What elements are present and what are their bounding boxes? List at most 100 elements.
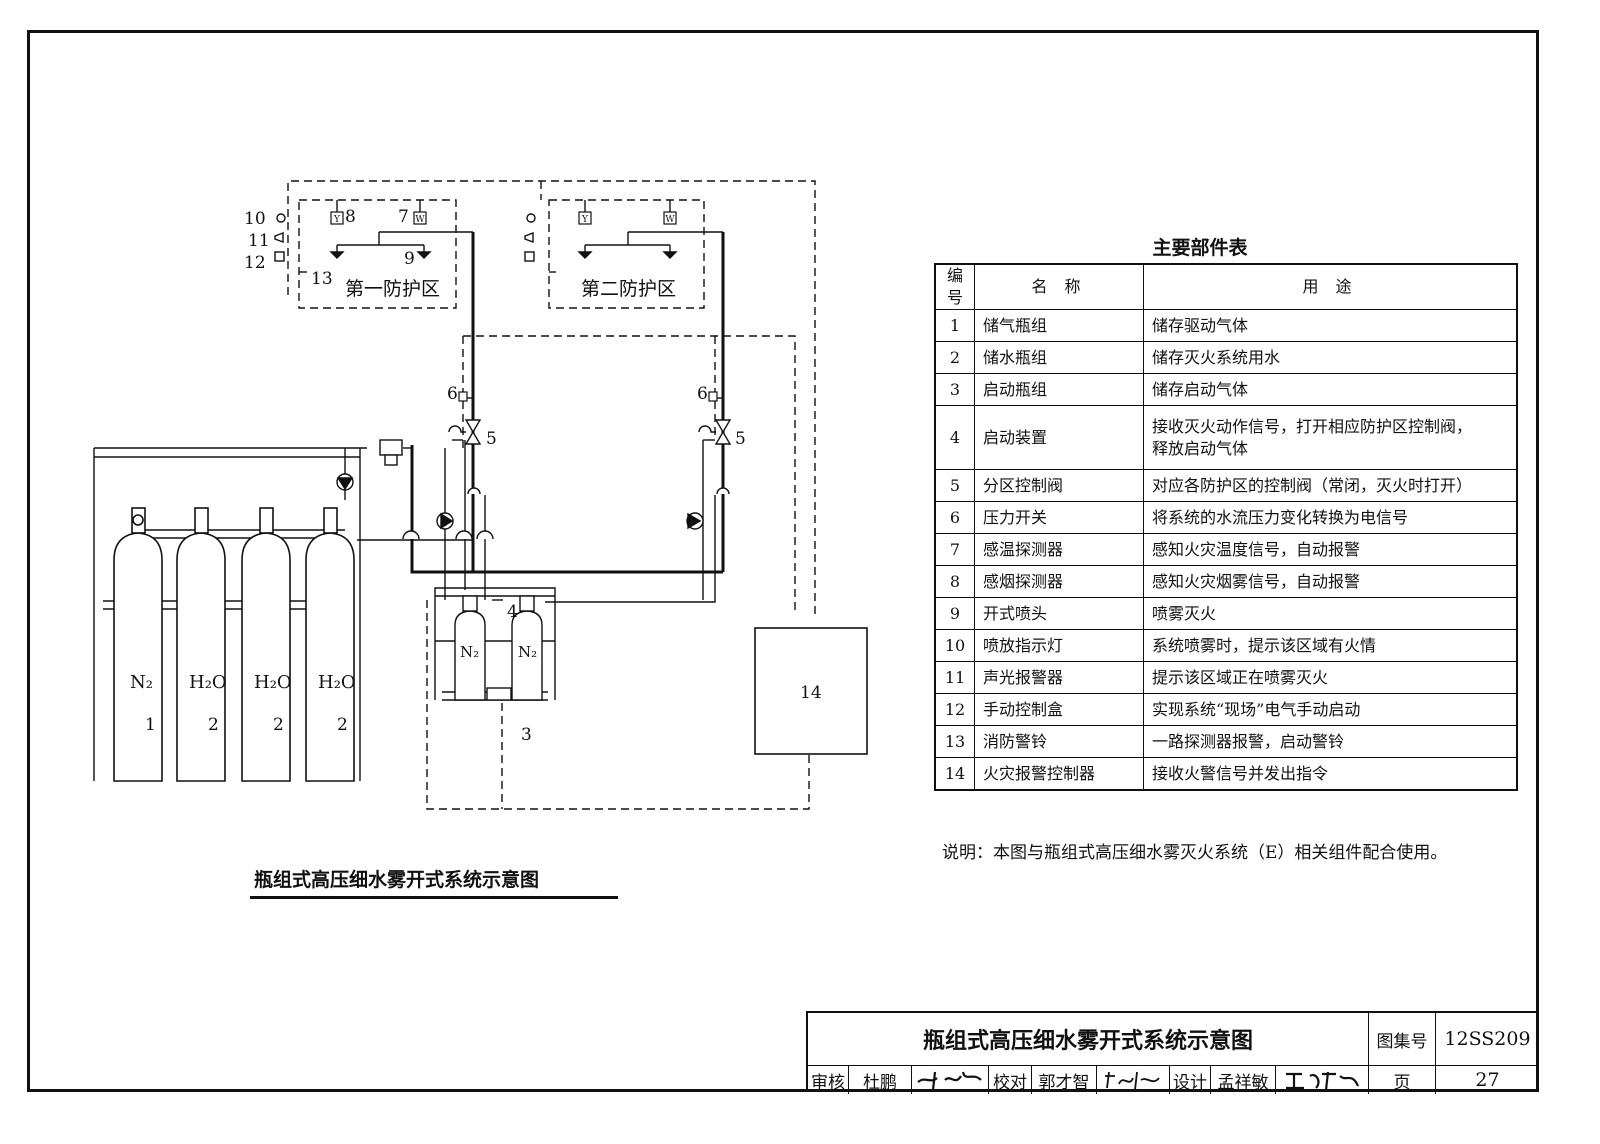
row-no: 11	[934, 661, 975, 694]
row-name: 储气瓶组	[974, 309, 1144, 342]
row-use: 储存启动气体	[1143, 373, 1518, 406]
callout-6-z2: 6	[697, 384, 708, 404]
row-name: 压力开关	[974, 501, 1144, 534]
callout-10: 10	[244, 209, 266, 229]
row-name: 感烟探测器	[974, 565, 1144, 598]
row-use: 系统喷雾时，提示该区域有火情	[1143, 629, 1518, 662]
row-no: 10	[934, 629, 975, 662]
row-name: 火灾报警控制器	[974, 757, 1144, 791]
row-use: 将系统的水流压力变化转换为电信号	[1143, 501, 1518, 534]
row-no: 9	[934, 597, 975, 630]
cyl-label-h2o-3: H₂O	[318, 672, 356, 693]
row-no: 7	[934, 533, 975, 566]
zone2-label: 第二防护区	[581, 278, 676, 300]
checker-signature	[1097, 1066, 1169, 1094]
parts-table-title: 主要部件表	[1152, 237, 1248, 259]
sheet-border	[27, 30, 1539, 1092]
row-name: 消防警铃	[974, 725, 1144, 758]
caption-underline	[250, 896, 618, 899]
title-block: 瓶组式高压细水雾开式系统示意图 图集号 12SS209 审核 杜鹏 校对 郭才智…	[806, 1011, 1539, 1094]
row-no: 5	[934, 469, 975, 502]
smoke-detector-label-z2: Y	[581, 215, 589, 225]
callout-4: 4	[507, 602, 518, 622]
cyl-label-h2o-1: H₂O	[189, 672, 227, 693]
row-name: 手动控制盒	[974, 693, 1144, 726]
row-use: 感知火灾温度信号，自动报警	[1143, 533, 1518, 566]
row-use: 储存驱动气体	[1143, 309, 1518, 342]
row-no: 1	[934, 309, 975, 342]
row-no: 14	[934, 757, 975, 791]
row-no: 2	[934, 341, 975, 374]
signal-lines	[287, 180, 816, 810]
callout-9: 9	[404, 249, 415, 269]
row-use: 储存灭火系统用水	[1143, 341, 1518, 374]
callout-11: 11	[248, 231, 270, 251]
row-use: 一路探测器报警，启动警铃	[1143, 725, 1518, 758]
header-name: 名 称	[974, 263, 1144, 310]
design-label: 设计	[1173, 1072, 1207, 1093]
callout-12: 12	[244, 253, 266, 273]
row-use-line1: 接收灭火动作信号，打开相应防护区控制阀，	[1152, 416, 1473, 436]
row-name: 感温探测器	[974, 533, 1144, 566]
row-use: 对应各防护区的控制阀（常闭，灭火时打开）	[1143, 469, 1518, 502]
storage-cylinders	[113, 507, 355, 782]
starter-label-2: N₂	[518, 643, 537, 661]
temp-detector-label-z1: W	[415, 215, 425, 225]
temp-detector-label-z2: W	[665, 215, 675, 225]
callout-2b: 2	[273, 715, 284, 735]
row-no: 12	[934, 693, 975, 726]
row-no: 4	[934, 405, 975, 470]
row-use: 实现系统“现场”电气手动启动	[1143, 693, 1518, 726]
row-no: 3	[934, 373, 975, 406]
drawing-caption: 瓶组式高压细水雾开式系统示意图	[254, 869, 540, 891]
callout-13: 13	[311, 269, 333, 289]
callout-2a: 2	[208, 715, 219, 735]
row-name: 启动瓶组	[974, 373, 1144, 406]
header-no: 编号	[934, 263, 975, 310]
callout-14: 14	[800, 683, 822, 703]
callout-3: 3	[521, 725, 532, 745]
reviewer-name: 杜鹏	[863, 1072, 897, 1093]
callout-8: 8	[345, 207, 356, 227]
row-name: 分区控制阀	[974, 469, 1144, 502]
atlas-number: 12SS209	[1444, 1028, 1531, 1050]
fire-alarm-controller-box	[754, 627, 868, 755]
drawing-note: 说明：本图与瓶组式高压细水雾灭火系统（E）相关组件配合使用。	[942, 843, 1448, 863]
callout-5-z2: 5	[735, 429, 746, 449]
atlas-label: 图集号	[1376, 1031, 1428, 1052]
callout-2c: 2	[337, 715, 348, 735]
row-use: 提示该区域正在喷雾灭火	[1143, 661, 1518, 694]
title-block-title: 瓶组式高压细水雾开式系统示意图	[922, 1029, 1253, 1054]
callout-5-z1: 5	[486, 429, 497, 449]
callout-6-z1: 6	[447, 384, 458, 404]
row-name: 启动装置	[974, 405, 1144, 470]
row-use: 接收灭火动作信号，打开相应防护区控制阀，释放启动气体	[1143, 405, 1518, 470]
row-use: 接收火警信号并发出指令	[1143, 757, 1518, 791]
row-use-line2: 释放启动气体	[1152, 438, 1249, 458]
cyl-label-n2: N₂	[130, 672, 153, 693]
row-no: 6	[934, 501, 975, 534]
smoke-detector-label-z1: Y	[333, 215, 341, 225]
callout-7: 7	[398, 207, 409, 227]
cyl-label-h2o-2: H₂O	[254, 672, 292, 693]
page-label: 页	[1393, 1072, 1411, 1093]
reviewer-signature	[912, 1066, 988, 1094]
row-name: 声光报警器	[974, 661, 1144, 694]
page-number: 27	[1475, 1069, 1500, 1091]
check-label: 校对	[993, 1072, 1027, 1093]
